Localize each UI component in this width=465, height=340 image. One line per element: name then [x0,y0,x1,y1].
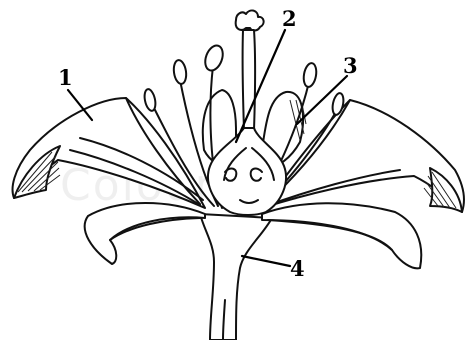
label-4: 4 [290,256,305,281]
label-2: 2 [282,6,297,31]
label-3: 3 [343,53,358,78]
pointer-4 [242,256,290,266]
stem [200,214,272,340]
label-1: 1 [58,65,73,90]
